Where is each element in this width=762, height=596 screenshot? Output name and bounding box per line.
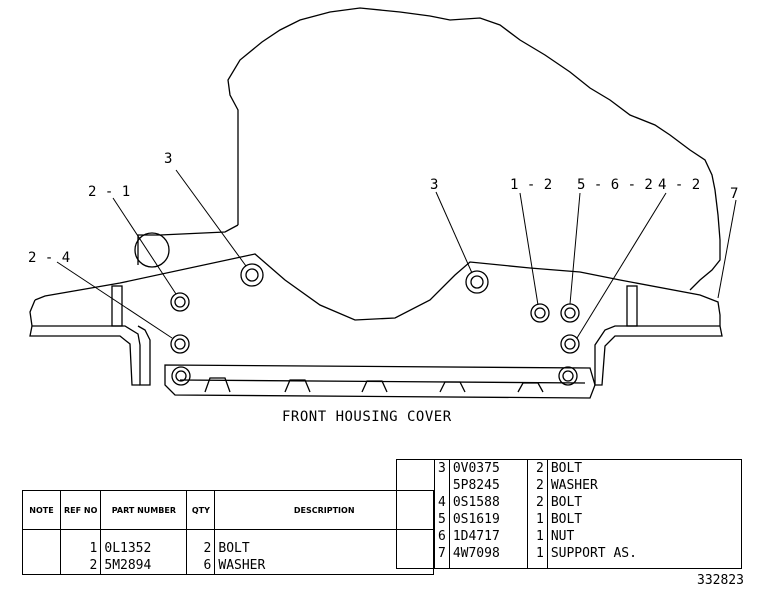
- callout-2-4: 2 - 4: [28, 250, 70, 266]
- bolt-icon: [465, 270, 489, 294]
- bolt-icon: [558, 366, 578, 386]
- callout-1-2: 1 - 2: [510, 177, 552, 193]
- parts-table-left: NOTE REF NO PART NUMBER QTY DESCRIPTION …: [22, 490, 434, 575]
- header-part-number: PART NUMBER: [100, 490, 188, 530]
- leader-lines: [56, 169, 737, 339]
- slot-left: [111, 285, 123, 327]
- flange-right: [594, 325, 723, 386]
- header-ref-no: REF NO: [59, 490, 102, 530]
- boss-circle: [134, 232, 170, 268]
- note-cell: [396, 459, 435, 569]
- table-header-row: NOTE REF NO PART NUMBER QTY DESCRIPTION: [22, 490, 434, 530]
- bolt-icon: [530, 303, 550, 323]
- bolt-icon: [240, 263, 264, 287]
- callout-4-2: 4 - 2: [658, 177, 700, 193]
- header-qty: QTY: [186, 490, 216, 530]
- flange-left: [29, 299, 151, 386]
- bolt-icon: [170, 334, 190, 354]
- bottom-rail: [164, 364, 596, 399]
- callout-3-left: 3: [164, 151, 172, 167]
- drawing-caption: FRONT HOUSING COVER: [282, 409, 452, 425]
- header-note: NOTE: [22, 490, 61, 530]
- bolt-icon: [170, 292, 190, 312]
- callout-7: 7: [730, 186, 738, 202]
- bolt-icon: [560, 303, 580, 323]
- bolt-icon: [171, 366, 191, 386]
- cover-body: [34, 253, 721, 326]
- callout-2-1: 2 - 1: [88, 184, 130, 200]
- rail-teeth: [204, 377, 544, 393]
- callout-5-6-2: 5 - 6 - 2: [577, 177, 653, 193]
- callout-3-right: 3: [430, 177, 438, 193]
- note-cell: [22, 529, 61, 575]
- engine-block-outline: [227, 7, 721, 291]
- drawing-code: 332823: [697, 573, 744, 588]
- slot-right: [626, 285, 638, 327]
- bolt-icon: [560, 334, 580, 354]
